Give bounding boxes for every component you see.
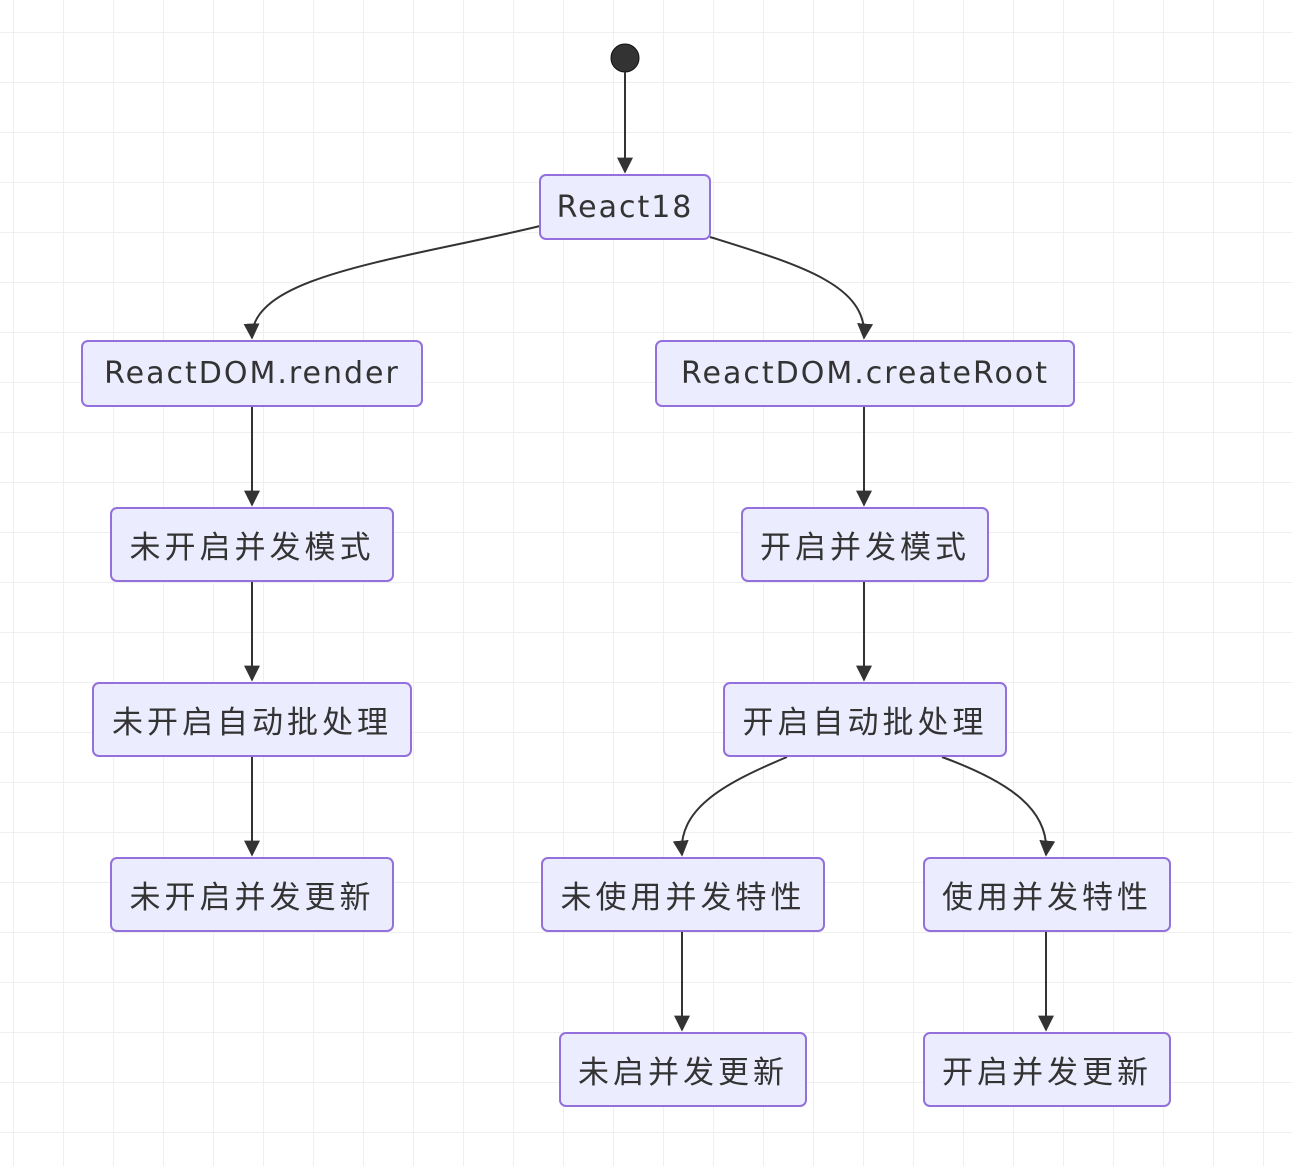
node-no-concurrent-mode: 未开启并发模式 [110, 507, 394, 582]
edge-react18-createroot [709, 236, 874, 340]
node-enable-concurrent-update: 开启并发更新 [923, 1032, 1171, 1107]
node-auto-batching: 开启自动批处理 [723, 682, 1007, 757]
node-react18: React18 [539, 174, 711, 240]
start-node [610, 43, 640, 73]
edge-batch-nofeatures [672, 756, 788, 857]
node-no-concurrent-update: 未开启并发更新 [110, 857, 394, 932]
node-no-enable-concurrent-update: 未启并发更新 [559, 1032, 807, 1107]
node-concurrent-mode: 开启并发模式 [741, 507, 989, 582]
node-no-concurrent-features: 未使用并发特性 [541, 857, 825, 932]
node-reactdom-createroot: ReactDOM.createRoot [655, 340, 1075, 407]
node-no-auto-batching: 未开启自动批处理 [92, 682, 412, 757]
node-use-concurrent-features: 使用并发特性 [923, 857, 1171, 932]
edge-batch-features [941, 756, 1056, 857]
edge-react18-render [243, 225, 541, 340]
node-reactdom-render: ReactDOM.render [81, 340, 423, 407]
